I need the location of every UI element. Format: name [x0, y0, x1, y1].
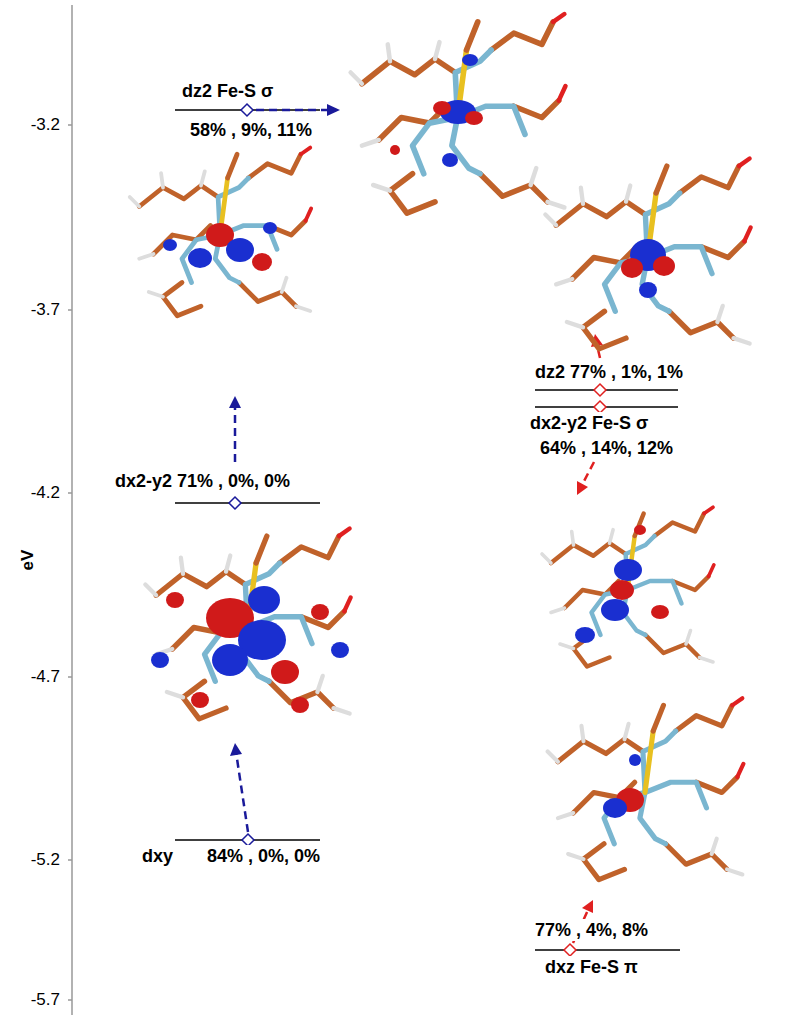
composition-label: 77% , 4%, 8% — [533, 919, 650, 941]
composition-label: 84% , 0%, 0% — [205, 845, 322, 867]
orbital-label: dxz Fe-S π — [543, 956, 640, 978]
orbital-label: dz2 Fe-S σ — [180, 80, 275, 102]
composition-label: 64% , 14%, 12% — [538, 437, 675, 459]
axis-tick-label: -3.2 — [29, 114, 62, 136]
axis-tick-label: -5.7 — [29, 989, 62, 1011]
axis-tick-label: -4.2 — [29, 482, 62, 504]
orbital-label: dz2 77% , 1%, 1% — [533, 361, 685, 383]
composition-label: 58% , 9%, 11% — [188, 119, 314, 141]
axis-tick-label: -4.7 — [29, 666, 62, 688]
orbital-label: dx2-y2 Fe-S σ — [528, 412, 650, 434]
axis-tick-label: -5.2 — [29, 849, 62, 871]
axis-tick-label: -3.7 — [29, 299, 62, 321]
axis-title: eV — [17, 548, 39, 573]
orbital-label: dx2-y2 71% , 0%, 0% — [113, 470, 292, 492]
orbital-label: dxy — [140, 845, 175, 867]
